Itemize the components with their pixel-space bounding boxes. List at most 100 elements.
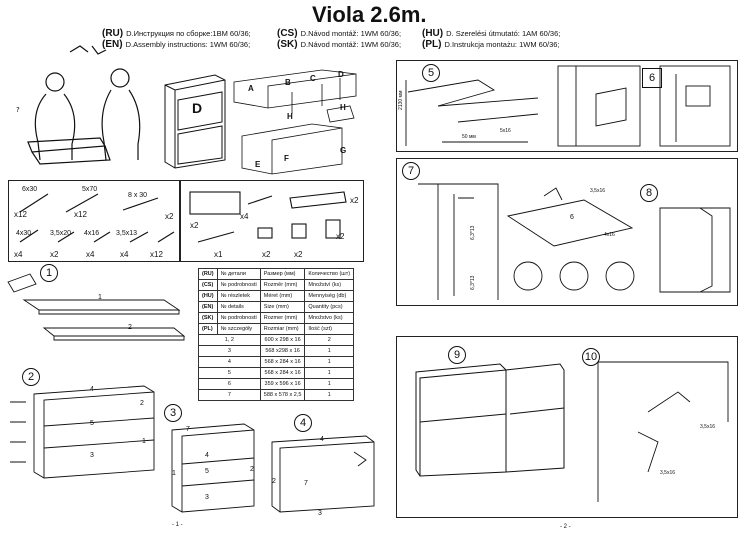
rail-detail-drawing: [557, 65, 641, 147]
step-7-marker: 7: [402, 162, 420, 180]
hw-spec-6: 3,5x13: [116, 230, 138, 237]
dim-50: 50 мм: [462, 134, 476, 140]
step-10-drawing: [597, 361, 729, 502]
step-5-drawing: [405, 79, 539, 146]
svg-text:?: ?: [16, 106, 20, 114]
parts-table-cell: 600 x 298 x 16: [259, 334, 306, 346]
parts-table-header-cell: № details: [216, 301, 261, 313]
hw-qty-9: x4: [240, 212, 249, 221]
hw-spec-3: 4x30: [16, 230, 32, 237]
parts-table-header-cell: Rozměr (mm): [259, 279, 306, 291]
dim-35x16-a: 3,5x16: [590, 188, 606, 194]
parts-table-cell: 6: [198, 378, 261, 390]
kitchen-layout-drawing: [233, 69, 357, 175]
page-number-2: - 2 -: [560, 524, 571, 530]
parts-table-cell: 2: [304, 334, 355, 346]
s4-part-2: 2: [272, 478, 276, 485]
cabinet-letter-c: C: [310, 74, 316, 83]
hw-qty-4: x2: [50, 250, 59, 259]
hw-qty-2: x2: [165, 212, 174, 221]
step-6-marker: 6: [642, 68, 662, 88]
cabinet-letter-g: G: [340, 146, 347, 155]
dim-35x16-b: 3,5x16: [700, 424, 716, 430]
parts-table-header-cell: (CS): [198, 279, 218, 291]
hw-qty-1: x12: [74, 210, 87, 219]
cabinet-letter-h: H: [287, 112, 293, 121]
hw-qty-5: x4: [86, 250, 95, 259]
step-7-drawing: [418, 183, 499, 300]
s2-part-5: 5: [90, 420, 94, 427]
hw-qty-0: x12: [14, 210, 27, 219]
parts-table-cell: 359 x 596 x 16: [259, 378, 306, 390]
parts-table-header-cell: Size (mm): [259, 301, 306, 313]
s2-part-1: 1: [142, 438, 146, 445]
parts-table-header-cell: Quantity (pcs): [304, 301, 355, 313]
step-8-marker: 8: [640, 184, 658, 202]
parts-table-header-cell: Размер (мм): [259, 268, 306, 280]
parts-table-header-cell: (PL): [198, 323, 218, 335]
dim-5x16: 5x16: [500, 128, 511, 134]
parts-table-header-cell: (EN): [198, 301, 218, 313]
panel-step-9-10: [396, 336, 738, 518]
step-10-marker: 10: [582, 348, 600, 366]
s2-part-4: 4: [90, 386, 94, 393]
parts-table-header-cell: Rozmiar (mm): [259, 323, 306, 335]
step-2-drawing: [10, 385, 155, 479]
step-4-marker: 4: [294, 414, 312, 432]
parts-table-cell: 1: [304, 389, 355, 401]
two-people-illustration: ?: [16, 45, 141, 165]
hw-qty-6: x4: [120, 250, 129, 259]
hardware-box-fittings: [180, 180, 364, 262]
s4-part-7: 7: [304, 480, 308, 487]
parts-table-header-cell: (HU): [198, 290, 218, 302]
parts-table-cell: 1, 2: [198, 334, 261, 346]
s1-part-2: 2: [128, 324, 132, 331]
hw-spec-0: 6x30: [22, 186, 38, 193]
parts-table-header-cell: Mennyiség (db): [304, 290, 355, 302]
parts-table-header-cell: № részletek: [216, 290, 261, 302]
document-title: Viola 2.6m.: [312, 2, 427, 27]
parts-table-cell: 1: [304, 367, 355, 379]
parts-table-cell: 568 x 284 x 16: [259, 356, 306, 368]
step-1-drawing: [7, 273, 186, 341]
step-8-drawing: [506, 187, 731, 293]
parts-table-cell: 568 x 284 x 16: [259, 367, 306, 379]
hardware-icons: [19, 191, 347, 243]
parts-table-header-cell: Množstvo (ks): [304, 312, 355, 324]
parts-table-cell: 568 x298 x 16: [259, 345, 306, 357]
hw-qty-11: x1: [214, 250, 223, 259]
hw-qty-8: x2: [190, 221, 199, 230]
hw-qty-14: x2: [336, 232, 345, 241]
s3-part-1: 1: [172, 470, 176, 477]
cabinet-letter-e: E: [255, 160, 261, 169]
instructions-ru-en: (RU)D.Инструкция по сборке:1ВМ 60/36; (E…: [102, 28, 251, 50]
hardware-box-screws: [8, 180, 180, 262]
panel-step-5-6: [396, 60, 738, 152]
parts-table-cell: 1: [304, 378, 355, 390]
instructions-cs-sk: (CS)D.Návod montáž: 1WM 60/36; (SK)D.Náv…: [277, 28, 402, 50]
parts-table-cell: 4: [198, 356, 261, 368]
dim-63x13-a: 6,3*13: [470, 225, 476, 240]
s2-part-2: 2: [140, 400, 144, 407]
parts-table-header-cell: № детали: [216, 268, 261, 280]
parts-table-header-cell: (SK): [198, 312, 218, 324]
cabinet-letter-main: D: [192, 100, 203, 116]
step-3-drawing: [171, 423, 255, 513]
s3-part-7: 7: [186, 426, 190, 433]
cabinet-letter-d: D: [338, 70, 344, 79]
parts-table-header-cell: Ilość (szt): [304, 323, 355, 335]
panel-step-7-8: [396, 158, 738, 306]
s4-part-4: 4: [320, 436, 324, 443]
cabinet-d-drawing: [164, 74, 226, 169]
s3-part-5: 5: [205, 468, 209, 475]
step-3-marker: 3: [164, 404, 182, 422]
dim-4x16: 4x16: [604, 232, 615, 238]
